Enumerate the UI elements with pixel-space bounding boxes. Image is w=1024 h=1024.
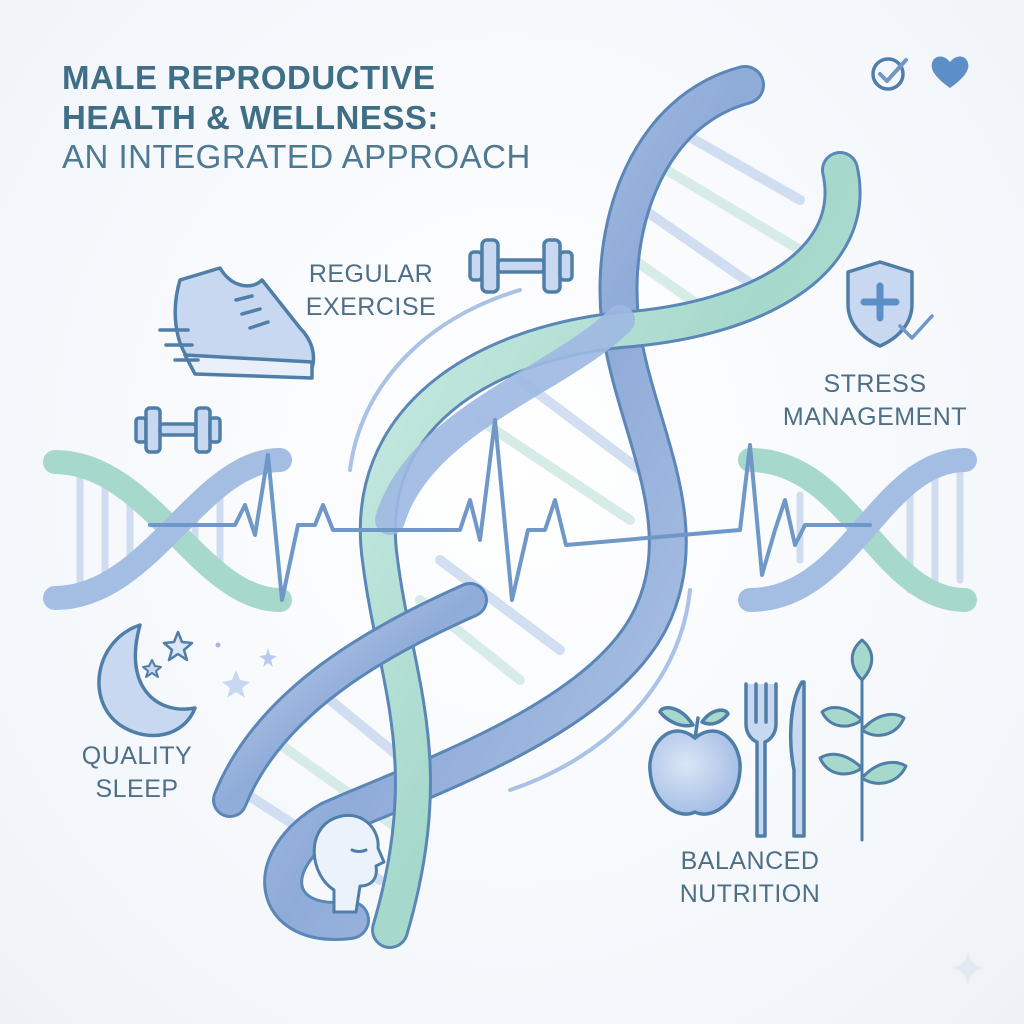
label-line: MANAGEMENT [782, 403, 968, 431]
label-line: REGULAR [308, 260, 434, 288]
title-line-1: MALE REPRODUCTIVE [62, 59, 436, 96]
label-line: SLEEP [95, 775, 179, 803]
leaf-icon [818, 638, 908, 842]
label-regular-exercise: REGULAR EXERCISE [296, 258, 446, 324]
dna-helix-icon [212, 65, 862, 949]
sneaker-icon [158, 266, 316, 380]
label-quality-sleep: QUALITY SLEEP [62, 740, 212, 806]
heart-icon [931, 56, 969, 88]
label-line: NUTRITION [679, 880, 821, 908]
label-line: QUALITY [81, 742, 193, 770]
header-icons [868, 50, 980, 94]
label-stress-management: STRESS MANAGEMENT [760, 368, 990, 434]
label-balanced-nutrition: BALANCED NUTRITION [650, 845, 850, 911]
dumbbell-icon [468, 238, 574, 294]
head-profile-icon [312, 813, 386, 914]
page-title: MALE REPRODUCTIVE HEALTH & WELLNESS: AN … [62, 58, 531, 177]
right-dna-helix [738, 448, 977, 612]
knife-icon [789, 680, 806, 838]
fork-icon [744, 682, 778, 838]
label-line: STRESS [823, 370, 927, 398]
check-circle-icon [871, 57, 908, 91]
sparkle-icon [950, 950, 986, 986]
label-line: BALANCED [680, 847, 820, 875]
left-dna-helix [43, 448, 292, 612]
apple-icon [648, 706, 742, 816]
label-line: EXERCISE [305, 293, 437, 321]
shield-plus-icon [846, 260, 934, 348]
title-line-2: HEALTH & WELLNESS: [62, 98, 439, 136]
dumbbell-icon [134, 406, 222, 454]
heartbeat-line-icon [148, 418, 872, 602]
title-line-3: AN INTEGRATED APPROACH [62, 138, 531, 176]
moon-stars-icon [97, 623, 277, 738]
